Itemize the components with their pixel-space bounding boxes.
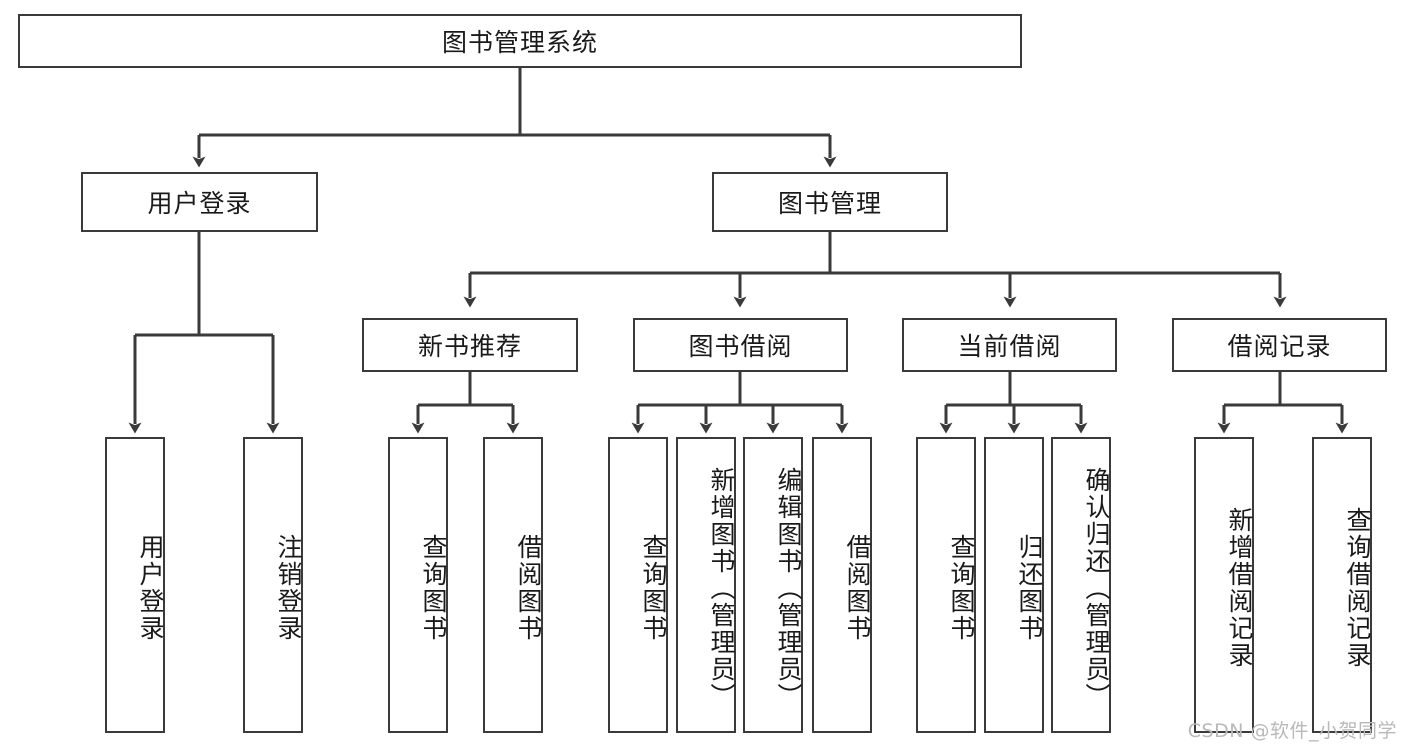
node-book-management[interactable]: 图书管理 [712, 172, 948, 232]
leaf-current-borrow-2[interactable]: 确认归还（管理员） [1051, 437, 1111, 733]
leaf-new-book-1-label: 借阅图书 [514, 534, 543, 642]
node-root-label: 图书管理系统 [441, 28, 598, 57]
leaf-user-login-0[interactable]: 用户登录 [105, 437, 165, 733]
node-user-login-label: 用户登录 [147, 189, 252, 218]
leaf-user-login-1-label: 注销登录 [274, 534, 303, 642]
node-current-borrow[interactable]: 当前借阅 [902, 318, 1117, 372]
leaf-current-borrow-2-label: 确认归还（管理员） [1082, 466, 1111, 710]
node-book-borrow[interactable]: 图书借阅 [633, 318, 848, 372]
leaf-current-borrow-0-label: 查询图书 [947, 534, 976, 642]
node-root[interactable]: 图书管理系统 [18, 14, 1022, 68]
node-borrow-record-label: 借阅记录 [1227, 332, 1332, 361]
csdn-watermark: CSDN @软件_小贺同学 [1187, 720, 1397, 742]
node-new-book-recommend[interactable]: 新书推荐 [362, 318, 578, 372]
node-new-book-recommend-label: 新书推荐 [417, 332, 522, 361]
leaf-new-book-1[interactable]: 借阅图书 [483, 437, 543, 733]
leaf-current-borrow-1-label: 归还图书 [1015, 534, 1044, 642]
leaf-book-borrow-3-label: 借阅图书 [843, 534, 872, 642]
leaf-user-login-0-label: 用户登录 [136, 534, 165, 642]
node-user-login[interactable]: 用户登录 [81, 172, 318, 232]
leaf-book-borrow-1-label: 新增图书（管理员） [707, 466, 736, 710]
leaf-user-login-1[interactable]: 注销登录 [243, 437, 303, 733]
leaf-current-borrow-1[interactable]: 归还图书 [984, 437, 1044, 733]
node-borrow-record[interactable]: 借阅记录 [1172, 318, 1387, 372]
node-book-management-label: 图书管理 [777, 189, 882, 218]
leaf-new-book-0-label: 查询图书 [419, 534, 448, 642]
leaf-book-borrow-0-label: 查询图书 [639, 534, 668, 642]
leaf-borrow-record-1[interactable]: 查询借阅记录 [1312, 437, 1372, 733]
leaf-book-borrow-2[interactable]: 编辑图书（管理员） [743, 437, 803, 733]
node-book-borrow-label: 图书借阅 [688, 332, 793, 361]
leaf-book-borrow-0[interactable]: 查询图书 [608, 437, 668, 733]
leaf-book-borrow-2-label: 编辑图书（管理员） [774, 466, 803, 710]
leaf-book-borrow-1[interactable]: 新增图书（管理员） [676, 437, 736, 733]
node-current-borrow-label: 当前借阅 [957, 332, 1062, 361]
leaf-borrow-record-0[interactable]: 新增借阅记录 [1194, 437, 1254, 733]
leaf-current-borrow-0[interactable]: 查询图书 [916, 437, 976, 733]
leaf-new-book-0[interactable]: 查询图书 [388, 437, 448, 733]
leaf-borrow-record-0-label: 新增借阅记录 [1225, 507, 1254, 669]
leaf-book-borrow-3[interactable]: 借阅图书 [812, 437, 872, 733]
leaf-borrow-record-1-label: 查询借阅记录 [1343, 507, 1372, 669]
